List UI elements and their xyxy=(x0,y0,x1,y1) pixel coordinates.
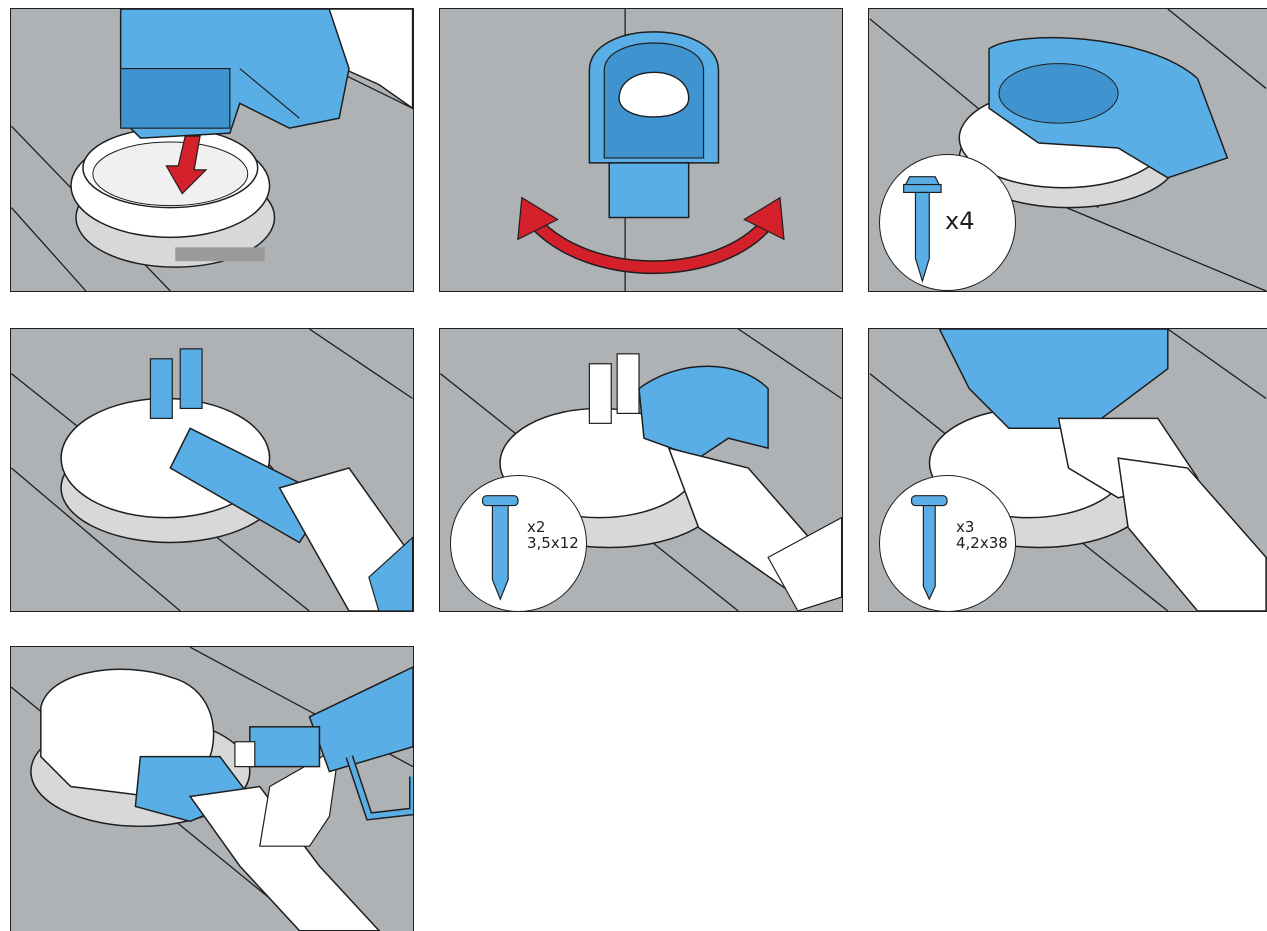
screw-quantity: x4 xyxy=(945,209,974,235)
step-4-connect-pipes xyxy=(10,328,414,612)
step-5-fit-cover: x2 3,5x12 xyxy=(439,328,843,612)
step-2-illustration xyxy=(440,9,842,291)
step-4-illustration xyxy=(11,329,413,611)
step-2-rotate-adapter xyxy=(439,8,843,292)
step-3-fix-adapter: x4 xyxy=(868,8,1267,292)
screw-size: 4,2x38 xyxy=(956,535,1008,551)
step-7-illustration xyxy=(11,647,413,931)
step-7-heat-shrink xyxy=(10,646,414,931)
screw-quantity: x3 xyxy=(956,519,1008,535)
screw-callout: x2 3,5x12 xyxy=(450,475,587,612)
screw-size: 3,5x12 xyxy=(527,535,579,551)
step-1-illustration xyxy=(11,9,413,291)
screw-callout: x4 xyxy=(879,154,1016,291)
step-6-fit-top-cover: x3 4,2x38 xyxy=(868,328,1267,612)
screw-callout: x3 4,2x38 xyxy=(879,475,1016,612)
step-1-insert-adapter xyxy=(10,8,414,292)
screw-quantity: x2 xyxy=(527,519,579,535)
